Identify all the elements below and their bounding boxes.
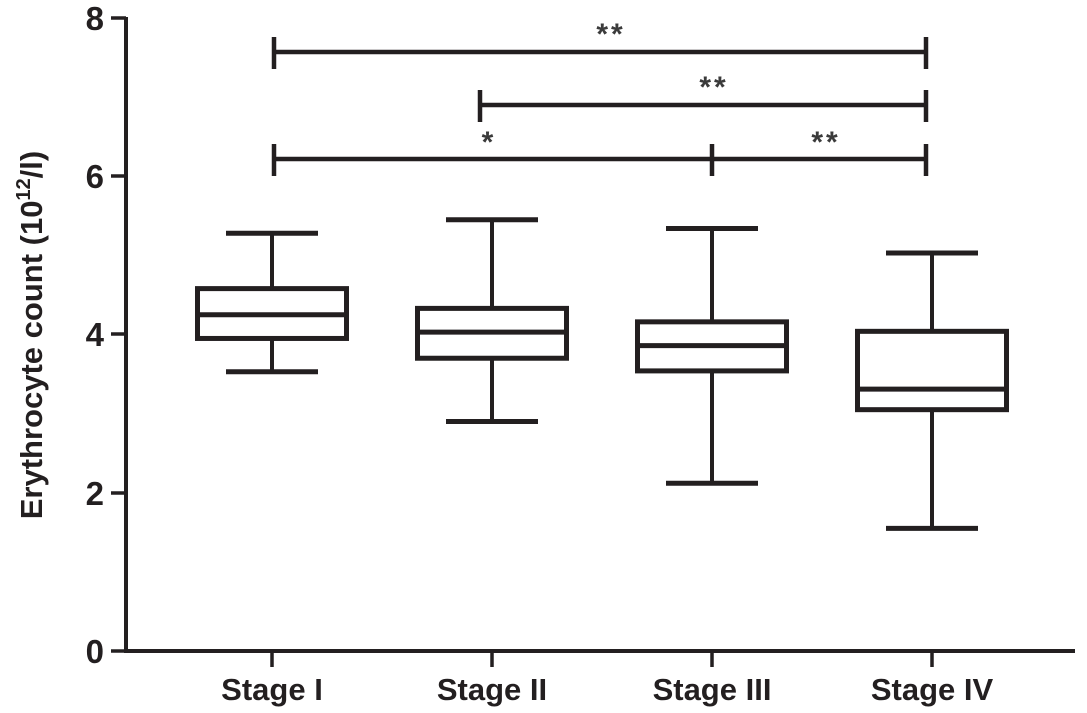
y-tick-label-0: 0 [86, 633, 104, 670]
box-plot-2 [415, 217, 569, 425]
box-plots-group [195, 217, 1009, 531]
significance-bracket-3: * ** [271, 126, 929, 176]
x-label-stage-i: Stage I [221, 672, 323, 707]
box-plot-1 [195, 230, 349, 375]
bracket-2-star: ** [699, 71, 728, 104]
significance-brackets: ** ** * ** [271, 18, 929, 176]
bracket-1-star: ** [596, 18, 625, 51]
y-tick-label-6: 6 [86, 158, 104, 195]
bracket-3-star-left: * [482, 126, 497, 159]
x-label-stage-iii: Stage III [653, 672, 772, 707]
y-axis-title-tail: /l) [14, 151, 49, 179]
bracket-3-star-right: ** [811, 126, 840, 159]
x-label-stage-ii: Stage II [437, 672, 547, 707]
svg-text:Erythrocyte count (1012/l): Erythrocyte count (1012/l) [13, 151, 49, 520]
y-axis-title-sup: 12 [13, 178, 35, 200]
significance-bracket-1: ** [271, 18, 929, 69]
y-axis-ticks [111, 16, 126, 653]
box-body-4 [855, 328, 1009, 413]
y-tick-label-8: 8 [86, 0, 104, 37]
x-axis-category-labels: Stage I Stage II Stage III Stage IV [221, 672, 993, 707]
x-label-stage-iv: Stage IV [871, 672, 994, 707]
y-axis-tick-labels: 8 6 4 2 0 [86, 0, 105, 670]
box-plot-3 [635, 225, 789, 486]
significance-bracket-2: ** [477, 71, 929, 122]
y-tick-label-4: 4 [86, 316, 105, 353]
box-plot-4 [855, 250, 1009, 531]
y-axis-title: Erythrocyte count (1012/l) [13, 151, 49, 520]
x-axis-ticks [270, 651, 934, 667]
y-tick-label-2: 2 [86, 475, 104, 512]
y-axis-title-base: Erythrocyte count (10 [14, 201, 49, 520]
